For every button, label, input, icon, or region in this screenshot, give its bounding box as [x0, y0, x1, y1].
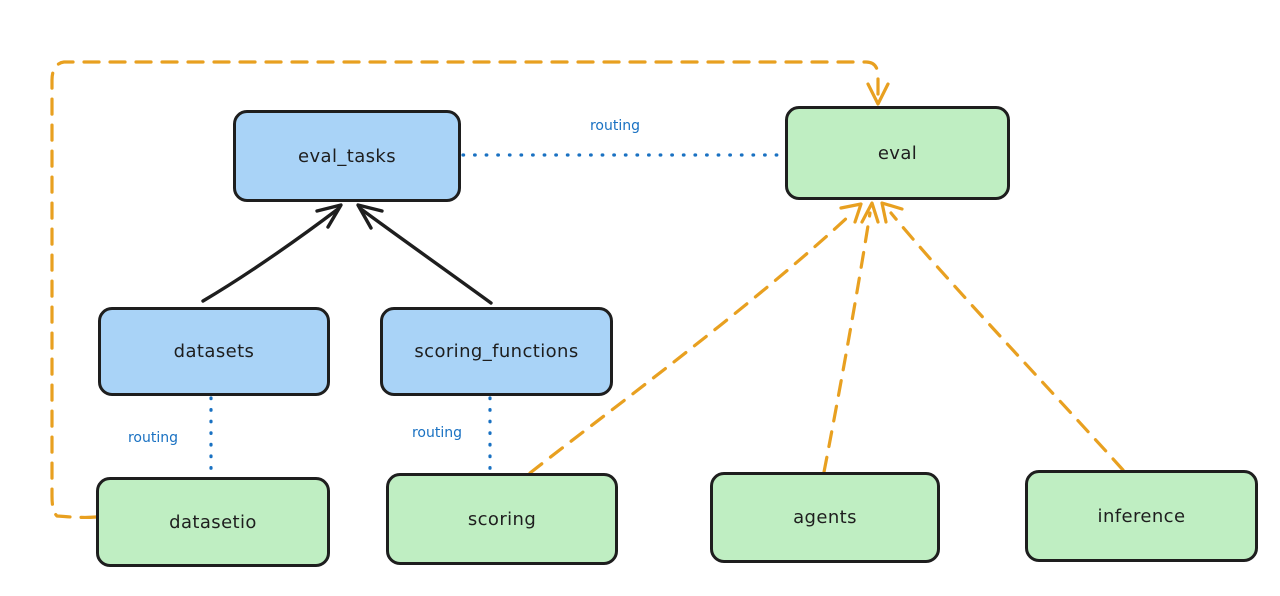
edge-scoring-to-eval — [528, 202, 863, 475]
node-label-datasetio: datasetio — [169, 511, 257, 533]
node-label-agents: agents — [793, 507, 857, 528]
node-label-inference: inference — [1097, 505, 1186, 527]
node-eval-tasks[interactable]: eval_tasks — [233, 110, 461, 202]
node-scoring[interactable]: scoring — [386, 473, 618, 565]
edge-datasets-to-eval_tasks — [201, 203, 343, 303]
edge-label-routing-eval-tasks-eval: routing — [589, 118, 641, 134]
edge-label-routing-scoring-functions-scoring: routing — [411, 425, 463, 441]
edge-datasetio-to-eval — [50, 60, 890, 520]
node-label-scoring: scoring — [467, 508, 537, 530]
edge-agents-to-eval — [822, 201, 880, 474]
node-label-eval: eval — [877, 142, 918, 164]
node-datasets[interactable]: datasets — [98, 307, 330, 396]
edge-scoring_functions-to-eval_tasks — [356, 203, 493, 305]
node-eval[interactable]: eval — [785, 106, 1010, 200]
node-label-eval-tasks: eval_tasks — [297, 145, 397, 167]
node-datasetio[interactable]: datasetio — [96, 477, 330, 567]
node-scoring-functions[interactable]: scoring_functions — [380, 307, 613, 396]
edge-inference-to-eval — [880, 201, 1125, 472]
edge-label-routing-datasets-datasetio: routing — [127, 430, 179, 446]
node-inference[interactable]: inference — [1025, 470, 1258, 562]
node-label-scoring-functions: scoring_functions — [414, 341, 579, 362]
node-label-datasets: datasets — [173, 341, 255, 362]
node-agents[interactable]: agents — [710, 472, 940, 563]
